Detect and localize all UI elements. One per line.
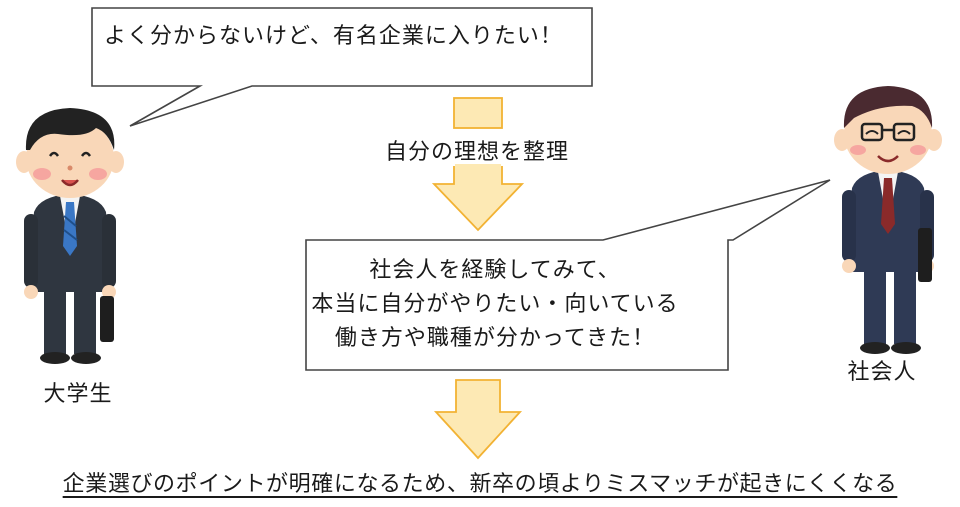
speech-bubble-bottom — [305, 179, 831, 371]
arrow-down-2 — [433, 379, 523, 460]
speech-bubble-bottom-line-3: 働き方や職種が分かってきた！ — [334, 326, 656, 351]
student-label: 大学生 — [43, 382, 113, 407]
speech-bubble-top-text: よく分からないけど、有名企業に入りたい！ — [104, 24, 563, 49]
arrow-down-1 — [431, 97, 525, 232]
conclusion-text: 企業選びのポイントが明確になるため、新卒の頃よりミスマッチが起きにくくなる — [62, 472, 898, 497]
speech-bubble-bottom-line-1: 社会人を経験してみて、 — [369, 258, 621, 283]
speech-bubble-bottom-text: 社会人を経験してみて、 本当に自分がやりたい・向いている 働き方や職種が分かって… — [300, 254, 690, 356]
speech-bubble-top — [91, 7, 593, 127]
student-illustration — [16, 108, 124, 364]
step-label: 自分の理想を整理 — [384, 140, 569, 165]
worker-illustration — [834, 86, 942, 354]
speech-bubble-bottom-line-2: 本当に自分がやりたい・向いている — [311, 292, 679, 317]
worker-label: 社会人 — [847, 360, 917, 385]
